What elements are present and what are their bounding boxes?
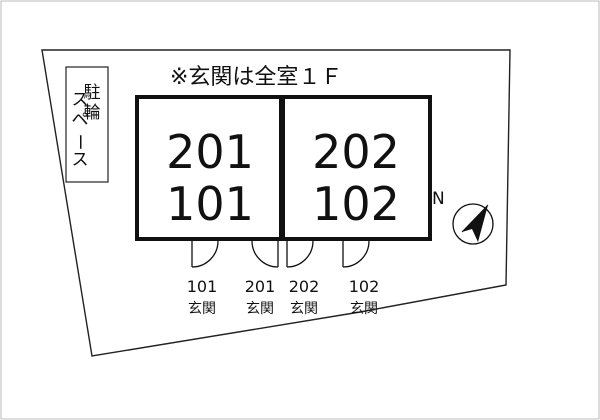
site-boundary [41, 49, 511, 357]
entrance-102-label: 玄関 [350, 300, 378, 317]
entrance-201-label: 玄関 [246, 300, 274, 317]
entrance-202-label: 玄関 [290, 300, 318, 317]
entrance-102-number: 102 [349, 277, 380, 296]
door-202-icon [286, 240, 314, 268]
parking-char-4: ペ [72, 110, 89, 130]
compass-icon [452, 203, 494, 245]
room-202-label: 202 [312, 125, 400, 179]
entrance-202-number: 202 [289, 277, 320, 296]
door-102-icon [342, 240, 370, 268]
room-101-label: 101 [166, 177, 254, 231]
unit-block-right [281, 95, 432, 241]
compass-north-label: N [432, 189, 445, 209]
parking-char-5: ー [69, 134, 89, 151]
parking-char-6: ス [72, 150, 89, 170]
door-101-icon [191, 240, 219, 268]
parking-char-3: ス [72, 90, 89, 110]
entrance-101-number: 101 [187, 277, 218, 296]
entrance-201-number: 201 [245, 277, 276, 296]
door-201-icon [251, 240, 279, 268]
room-201-label: 201 [166, 125, 254, 179]
parking-char-1: 駐 [84, 83, 101, 103]
entrance-101-label: 玄関 [188, 300, 216, 317]
entrance-note: ※玄関は全室１Ｆ [170, 65, 342, 90]
room-102-label: 102 [312, 177, 400, 231]
parking-char-2: 輪 [84, 103, 101, 123]
bicycle-parking-box [65, 66, 109, 183]
